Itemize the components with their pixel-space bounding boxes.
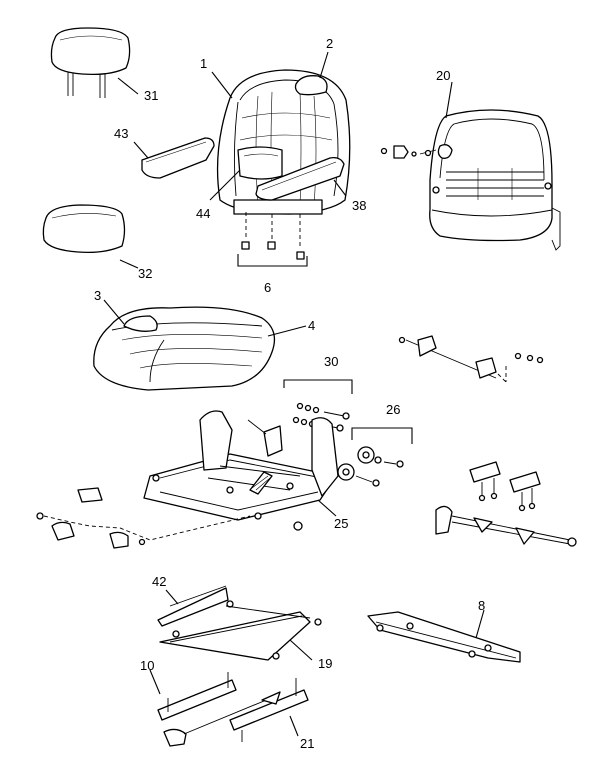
seat-frame	[143, 410, 339, 531]
callout-8: 8	[478, 598, 485, 613]
callout-30: 30	[324, 354, 338, 369]
callout-32: 32	[138, 266, 152, 281]
callout-19: 19	[318, 656, 332, 671]
callout-21: 21	[300, 736, 314, 751]
callout-6: 6	[264, 280, 271, 295]
callout-2: 2	[326, 36, 333, 51]
recliner-lever	[36, 487, 251, 549]
pivot-hardware	[337, 427, 413, 487]
seat-track-assembly	[157, 672, 309, 747]
support-bracket	[367, 611, 521, 663]
callout-43: 43	[114, 126, 128, 141]
headrest-with-posts	[50, 27, 131, 98]
callout-4: 4	[308, 318, 315, 333]
recliner-adjuster	[398, 335, 544, 383]
armrest-inner	[237, 146, 283, 180]
callout-10: 10	[140, 658, 154, 673]
callout-38: 38	[352, 198, 366, 213]
track-adjuster	[435, 461, 577, 547]
callout-25: 25	[334, 516, 348, 531]
callout-20: 20	[436, 68, 450, 83]
callout-26: 26	[386, 402, 400, 417]
clip-set	[237, 212, 308, 267]
bolt-set	[283, 379, 353, 432]
headrest-pad	[42, 204, 126, 254]
callout-31: 31	[144, 88, 158, 103]
callout-42: 42	[152, 574, 166, 589]
callout-1: 1	[200, 56, 207, 71]
seat-back-frame	[429, 109, 561, 251]
callout-44: 44	[196, 206, 210, 221]
callout-labels: 1 2 3 4 6 8 10 19 20 21 25 26 30 31 32 3…	[94, 36, 485, 751]
callout-3: 3	[94, 288, 101, 303]
seat-rail-lower	[159, 605, 322, 661]
armrest-right	[255, 156, 345, 201]
armrest-left	[141, 137, 215, 179]
recliner-bolt	[380, 145, 437, 159]
seat-cushion	[93, 306, 276, 391]
seat-rail-upper	[157, 585, 234, 638]
leader-lines	[103, 51, 485, 737]
